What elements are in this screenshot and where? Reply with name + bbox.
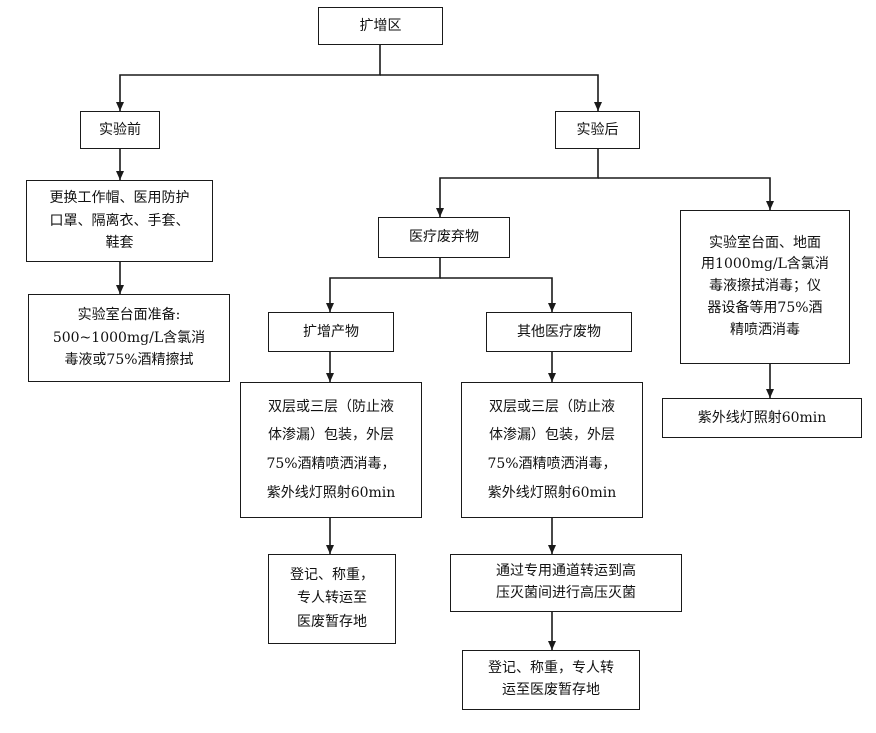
node-before: 实验前	[80, 111, 160, 149]
node-bench-prep: 实验室台面准备: 500~1000mg/L含氯消 毒液或75%酒精擦拭	[28, 294, 230, 382]
node-register-amp: 登记、称重， 专人转运至 医废暂存地	[268, 554, 396, 644]
node-lab-disinfect: 实验室台面、地面 用1000mg/L含氯消 毒液擦拭消毒；仪 器设备等用75%酒…	[680, 210, 850, 364]
connector-after-lab	[598, 177, 774, 210]
connector-waste-other	[440, 277, 556, 312]
connector-after-split	[436, 149, 599, 217]
node-after: 实验后	[555, 111, 640, 149]
node-waste: 医疗废弃物	[378, 217, 510, 258]
node-register-other: 登记、称重，专人转 运至医废暂存地	[462, 650, 640, 710]
node-pack-amp: 双层或三层（防止液 体渗漏）包装，外层 75%酒精喷洒消毒， 紫外线灯照射60m…	[240, 382, 422, 518]
node-root: 扩增区	[318, 7, 443, 45]
node-uv-60: 紫外线灯照射60min	[662, 398, 862, 438]
connector-waste-split	[326, 258, 441, 312]
node-pack-other: 双层或三层（防止液 体渗漏）包装，外层 75%酒精喷洒消毒， 紫外线灯照射60m…	[461, 382, 643, 518]
connector-root-split	[116, 45, 381, 111]
node-ppe: 更换工作帽、医用防护 口罩、隔离衣、手套、 鞋套	[26, 180, 213, 262]
node-amp-products: 扩增产物	[268, 312, 394, 352]
node-other-waste: 其他医疗废物	[486, 312, 632, 352]
connector-root-after	[380, 74, 602, 111]
node-autoclave: 通过专用通道转运到高 压灭菌间进行高压灭菌	[450, 554, 682, 612]
